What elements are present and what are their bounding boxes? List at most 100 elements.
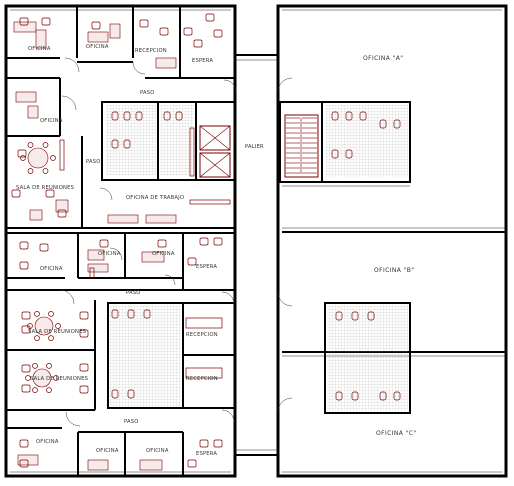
desk (87, 263, 109, 273)
armchair (79, 311, 89, 320)
armchair (21, 384, 31, 393)
meeting-table (34, 316, 54, 336)
armchair (199, 439, 209, 448)
desk (155, 57, 177, 69)
armchair (199, 237, 209, 246)
armchair (57, 209, 67, 218)
label-sala-reuniones-top: SALA DE REUNIONES (16, 185, 74, 191)
desk (139, 459, 163, 471)
label-oficina-bl3: OFICINA (146, 448, 169, 454)
label-oficina-tl1: OFICINA (28, 46, 51, 52)
toilet-floor-hatch (106, 105, 408, 411)
toilet-fixture (367, 311, 375, 321)
label-oficina-mid2: OFICINA (98, 251, 121, 257)
toilet-fixture (175, 111, 183, 121)
elevator-shafts (199, 125, 231, 178)
chair (46, 363, 52, 369)
toilet-fixture (379, 391, 387, 401)
label-espera-bottom: ESPERA (196, 451, 217, 457)
armchair (21, 364, 31, 373)
armchair (99, 239, 109, 248)
chair (55, 323, 61, 329)
chair (25, 375, 31, 381)
armchair (159, 27, 169, 36)
armchair (139, 19, 149, 28)
meeting-table (27, 147, 49, 169)
chair (53, 375, 59, 381)
desk (107, 214, 139, 224)
desk (55, 199, 69, 213)
armchair (21, 325, 31, 334)
label-paso-mid: PASO (126, 290, 141, 296)
toilet-fixture (123, 111, 131, 121)
counter (189, 199, 231, 205)
armchair (187, 257, 197, 266)
toilet-fixture (111, 139, 119, 149)
desk (87, 249, 105, 261)
desk (109, 23, 121, 39)
label-recepcion-mid1: RECEPCION (186, 332, 218, 338)
toilet-fixture (351, 391, 359, 401)
armchair (183, 27, 193, 36)
armchair (45, 189, 55, 198)
toilet-fixture (393, 119, 401, 129)
toilet-fixture (345, 111, 353, 121)
furniture (11, 13, 401, 471)
armchair (205, 13, 215, 22)
armchair (19, 459, 29, 468)
counter (185, 317, 223, 329)
chair (32, 363, 38, 369)
toilet-fixture (351, 311, 359, 321)
counter (189, 127, 195, 177)
armchair (91, 21, 101, 30)
doors (59, 57, 293, 427)
desk (87, 459, 109, 471)
armchair (79, 329, 89, 338)
meeting-table (32, 368, 52, 388)
armchair (19, 17, 29, 26)
toilet-fixture (123, 139, 131, 149)
toilet-fixture (163, 111, 171, 121)
armchair (193, 39, 203, 48)
toilet-fixture (127, 389, 135, 399)
outer-walls (4, 4, 508, 478)
label-recepcion-top: RECEPCION (135, 48, 167, 54)
label-oficina-bl2: OFICINA (96, 448, 119, 454)
counter (59, 139, 65, 171)
toilet-fixture (111, 389, 119, 399)
counter (185, 367, 223, 379)
staircase (284, 114, 319, 178)
label-sala-reuniones-mid2: SALA DE REUNIONES (30, 376, 88, 382)
desk (13, 21, 37, 33)
armchair (11, 189, 21, 198)
armchair (157, 239, 167, 248)
toilet-fixture (379, 119, 387, 129)
chair (20, 155, 26, 161)
label-oficina-mid1: OFICINA (40, 266, 63, 272)
armchair (21, 311, 31, 320)
desk (87, 31, 109, 43)
toilet-fixture (111, 111, 119, 121)
counter (89, 267, 95, 279)
desk (141, 251, 165, 263)
desk (15, 91, 37, 103)
desk (145, 214, 177, 224)
label-oficina-bl1: OFICINA (36, 439, 59, 445)
chair (34, 335, 40, 341)
toilet-fixture (111, 309, 119, 319)
armchair (19, 241, 29, 250)
chair (42, 168, 49, 174)
armchair (79, 363, 89, 372)
label-oficina-c: OFICINA "C" (376, 430, 417, 437)
armchair (79, 385, 89, 394)
chair (48, 335, 54, 341)
chair (48, 311, 54, 317)
chair (27, 168, 34, 174)
toilet-fixture (331, 149, 339, 159)
toilet-fixture (331, 111, 339, 121)
desk (27, 105, 39, 119)
label-sala-reuniones-mid1: SALA DE REUNIONES (28, 329, 86, 335)
armchair (187, 459, 197, 468)
chair (50, 155, 56, 161)
